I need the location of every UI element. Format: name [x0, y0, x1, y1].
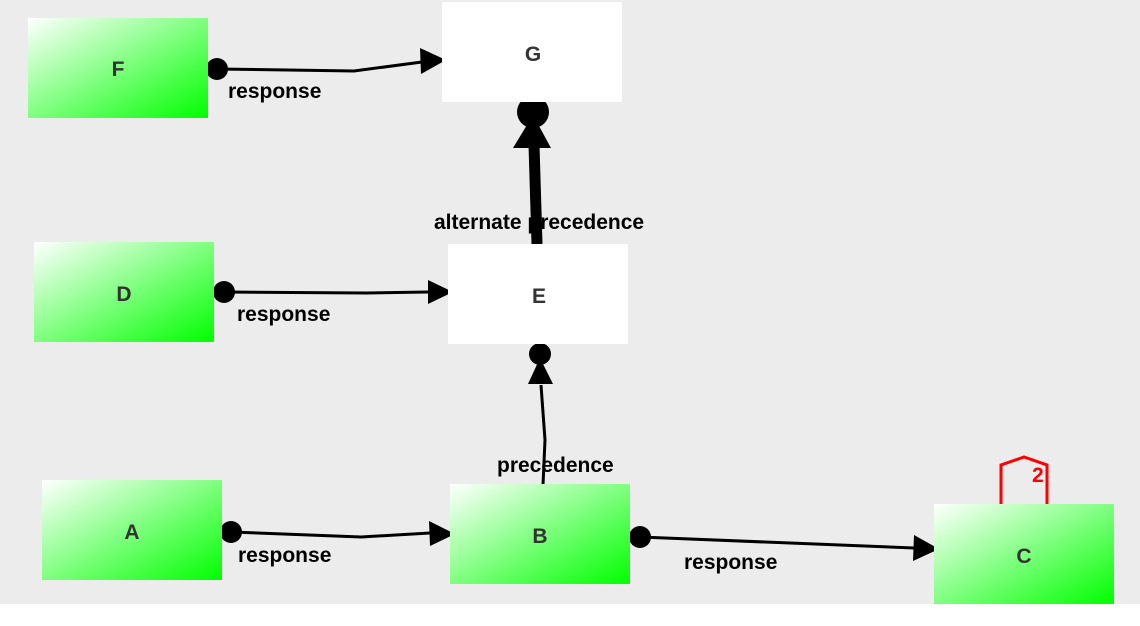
- self-loop: [999, 455, 1049, 504]
- edge-line: [639, 535, 915, 550]
- edge-arrowhead: [428, 280, 453, 304]
- edge-line: [216, 60, 423, 73]
- node-c[interactable]: 2 C: [934, 455, 1114, 604]
- edge-arrowhead: [513, 115, 551, 148]
- node-box: [448, 244, 628, 344]
- edge-f-g[interactable]: response: [206, 48, 446, 103]
- edge-start-dot: [220, 521, 242, 543]
- edge-arrowhead: [528, 358, 553, 384]
- node-box: [34, 242, 214, 342]
- edge-arrowhead: [913, 535, 939, 561]
- node-b[interactable]: B: [450, 484, 630, 584]
- edge-d-e[interactable]: response: [213, 280, 453, 326]
- edge-b-e[interactable]: precedence: [497, 343, 614, 486]
- node-label: C: [1016, 545, 1031, 568]
- loop-count: 2: [1032, 464, 1044, 487]
- edge-arrowhead: [420, 48, 446, 74]
- edge-label: alternate precedence: [434, 211, 644, 234]
- node-g[interactable]: G: [442, 2, 622, 102]
- node-box: [442, 2, 622, 102]
- edge-label: response: [237, 303, 330, 326]
- node-label: D: [116, 283, 131, 306]
- edge-label: response: [228, 80, 321, 103]
- edge-e-g[interactable]: alternate precedence: [434, 96, 644, 245]
- node-f[interactable]: F: [28, 18, 208, 118]
- edge-label: response: [238, 544, 331, 567]
- edge-line: [528, 144, 543, 245]
- edge-start-dot: [629, 526, 651, 548]
- edge-line: [539, 384, 547, 486]
- edge-end-dot: [529, 343, 551, 365]
- edge-b-c[interactable]: response: [629, 526, 939, 574]
- node-box: [934, 504, 1114, 604]
- edge-start-dot: [213, 281, 235, 303]
- edge-a-b[interactable]: response: [220, 521, 455, 567]
- node-label: E: [532, 285, 546, 308]
- edge-end-dot: [517, 96, 549, 128]
- edge-label: precedence: [497, 454, 614, 477]
- node-box: [28, 18, 208, 118]
- node-e[interactable]: E: [448, 244, 628, 344]
- node-box: [450, 484, 630, 584]
- node-d[interactable]: D: [34, 242, 214, 342]
- edge-line: [230, 530, 431, 539]
- edge-line: [223, 290, 429, 295]
- edge-label: response: [684, 551, 777, 574]
- node-label: A: [124, 521, 139, 544]
- edge-start-dot: [206, 58, 228, 80]
- node-label: G: [525, 43, 541, 66]
- node-box: [42, 480, 222, 580]
- node-label: F: [112, 58, 125, 81]
- node-label: B: [532, 525, 547, 548]
- edge-arrowhead: [429, 521, 455, 546]
- node-a[interactable]: A: [42, 480, 222, 580]
